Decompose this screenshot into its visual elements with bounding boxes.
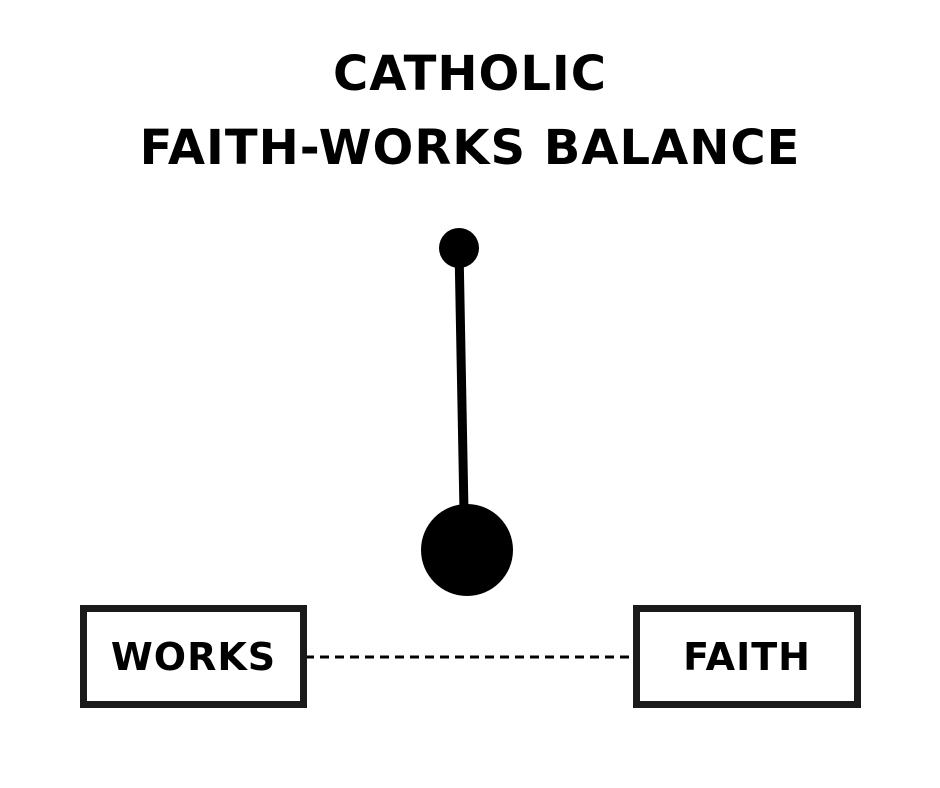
pendulum-pivot bbox=[439, 228, 479, 268]
faith-label: FAITH bbox=[683, 634, 811, 679]
pendulum-rod bbox=[454, 243, 469, 517]
works-box: WORKS bbox=[80, 605, 307, 708]
works-label: WORKS bbox=[110, 634, 277, 679]
faith-box: FAITH bbox=[633, 605, 861, 708]
title-line-2: FAITH-WORKS BALANCE bbox=[139, 120, 801, 176]
pendulum-bob bbox=[421, 504, 513, 596]
title-line-1: CATHOLIC bbox=[332, 46, 608, 102]
